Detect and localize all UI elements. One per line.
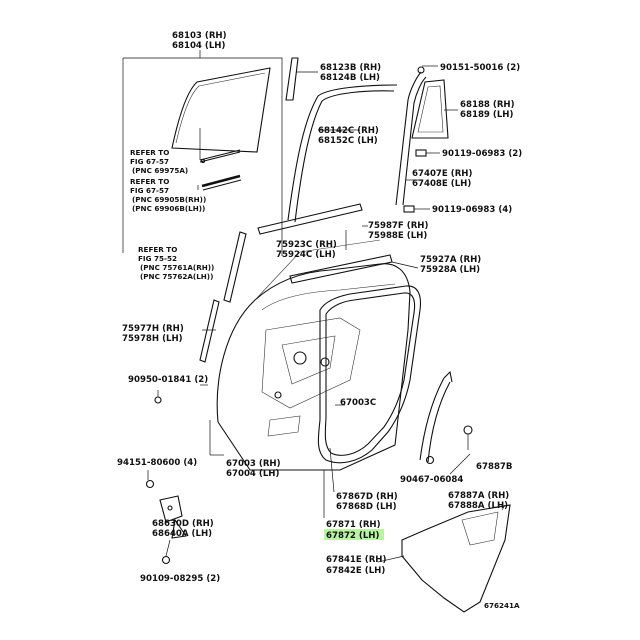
screw-90119-a[interactable] bbox=[415, 149, 440, 157]
label-75977h: 75977H (RH) bbox=[122, 324, 184, 334]
label-67868d: 67868D (LH) bbox=[336, 502, 397, 512]
glass-run-channel-small[interactable] bbox=[199, 149, 241, 164]
label-67004: 67004 (LH) bbox=[226, 469, 279, 479]
label-90151: 90151-50016 (2) bbox=[440, 63, 520, 73]
label-75988e: 75988E (LH) bbox=[368, 231, 427, 241]
label-75927a: 75927A (RH) bbox=[420, 255, 481, 265]
glass-run-channel-lower[interactable] bbox=[201, 174, 242, 191]
label-94151: 94151-80600 (4) bbox=[117, 458, 197, 468]
door-glass-run[interactable] bbox=[287, 84, 398, 223]
label-67887b: 67887B bbox=[476, 462, 512, 472]
ref1-line3: (PNC 69975A) bbox=[132, 166, 188, 175]
label-68103: 68103 (RH) bbox=[172, 31, 227, 41]
clip-90467[interactable] bbox=[425, 455, 435, 465]
label-68123b: 68123B (RH) bbox=[320, 63, 381, 73]
label-67408e: 67408E (LH) bbox=[412, 179, 471, 189]
label-68142c: 68142C (RH) bbox=[318, 126, 379, 136]
highlight-67872 bbox=[324, 529, 384, 540]
label-67003: 67003 (RH) bbox=[226, 459, 281, 469]
label-67871: 67871 (RH) bbox=[326, 520, 381, 530]
clip-67887b[interactable] bbox=[463, 425, 473, 450]
door-check-strip[interactable] bbox=[419, 370, 453, 463]
label-67003c: 67003C bbox=[340, 398, 376, 408]
label-75978h: 75978H (LH) bbox=[122, 334, 183, 344]
rear-door-panel[interactable] bbox=[216, 239, 411, 471]
ref1-line1: REFER TO bbox=[130, 148, 169, 157]
label-68630d: 68630D (RH) bbox=[152, 519, 214, 529]
label-67842e: 67842E (LH) bbox=[326, 566, 385, 576]
bolt-90109[interactable] bbox=[161, 555, 171, 565]
ref2-line3: (PNC 69905B(RH)) bbox=[132, 195, 206, 204]
door-weatherstrip[interactable] bbox=[317, 285, 422, 464]
bolt-90950[interactable] bbox=[154, 396, 162, 404]
label-75924c: 75924C (LH) bbox=[276, 250, 336, 260]
label-75987f: 75987F (RH) bbox=[368, 221, 428, 231]
label-67872: 67872 (LH) bbox=[326, 531, 379, 541]
ref3-line3: (PNC 75761A(RH)) bbox=[140, 263, 214, 272]
label-67841e: 67841E (RH) bbox=[326, 555, 386, 565]
label-68104: 68104 (LH) bbox=[172, 41, 225, 51]
label-90109: 90109-08295 (2) bbox=[140, 574, 220, 584]
label-68124b: 68124B (LH) bbox=[320, 73, 380, 83]
labels: 68103 (RH) 68104 (LH) REFER TO FIG 67-57… bbox=[117, 31, 522, 610]
lower-trim-strip[interactable] bbox=[199, 299, 220, 363]
ref2-line2: FIG 67-57 bbox=[130, 186, 169, 195]
glass-group-box bbox=[122, 50, 283, 256]
service-hole-cover[interactable] bbox=[401, 504, 511, 613]
label-68152c: 68152C (LH) bbox=[318, 136, 378, 146]
leader-lines bbox=[147, 65, 506, 563]
quarter-glass[interactable] bbox=[411, 79, 449, 139]
label-90950: 90950-01841 (2) bbox=[128, 375, 208, 385]
rear-window-division-bar[interactable] bbox=[285, 57, 299, 101]
label-67867d: 67867D (RH) bbox=[336, 492, 398, 502]
ref3-line1: REFER TO bbox=[138, 245, 177, 254]
label-90119a: 90119-06983 (2) bbox=[442, 149, 522, 159]
front-frame-trim[interactable] bbox=[223, 231, 247, 303]
label-68189: 68189 (LH) bbox=[460, 110, 513, 120]
label-68188: 68188 (RH) bbox=[460, 100, 515, 110]
label-90119b: 90119-06983 (4) bbox=[432, 205, 512, 215]
label-67887a: 67887A (RH) bbox=[448, 491, 509, 501]
door-glass[interactable] bbox=[171, 67, 271, 153]
ref3-line4: (PNC 75762A(LH)) bbox=[140, 272, 213, 281]
ref2-line4: (PNC 69906B(LH)) bbox=[132, 204, 205, 213]
label-68640a: 68640A (LH) bbox=[152, 529, 212, 539]
label-75928a: 75928A (LH) bbox=[420, 265, 480, 275]
belt-moulding-inner[interactable] bbox=[257, 203, 363, 235]
ref3-line2: FIG 75-52 bbox=[138, 254, 177, 263]
ref1-line2: FIG 67-57 bbox=[130, 157, 169, 166]
figure-code: 676241A bbox=[484, 601, 520, 610]
door-hinge[interactable] bbox=[159, 495, 187, 539]
label-67407e: 67407E (RH) bbox=[412, 169, 472, 179]
label-90467: 90467-06084 bbox=[400, 475, 463, 485]
label-75923c: 75923C (RH) bbox=[276, 240, 337, 250]
ref2-line1: REFER TO bbox=[130, 177, 169, 186]
rear-frame-channel[interactable] bbox=[395, 66, 427, 206]
bolt-94151[interactable] bbox=[145, 479, 155, 489]
label-67888a: 67888A (LH) bbox=[448, 501, 508, 511]
screw-90119-b[interactable] bbox=[403, 205, 430, 213]
